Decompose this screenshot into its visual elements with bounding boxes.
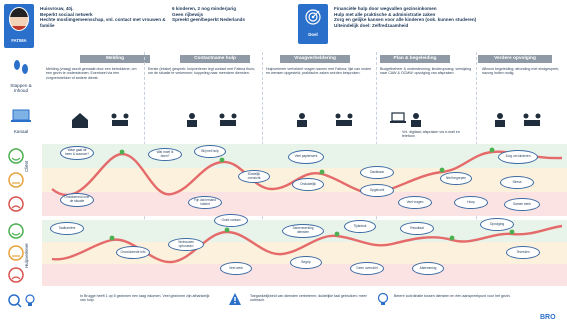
helper-bubble: Opvolging (480, 218, 514, 231)
helper-bubble: Veel werk (220, 262, 252, 275)
client-bubble: Wat moet ik doen? (148, 148, 182, 161)
helper-bubble: Begrip (290, 256, 322, 269)
client-bubble: Onduidelijk (292, 178, 324, 191)
bottom-note: In Brugge heeft 1 op 5 gezinnen een laag… (80, 294, 210, 303)
client-bubble: Veel papierwerk (288, 150, 324, 164)
meeting-icon (219, 113, 237, 126)
meeting-icon (335, 113, 353, 126)
helper-bubble: Onvoldoende info (116, 246, 150, 259)
helper-bubble: Tevreden (506, 246, 540, 259)
client-bubble: Samen sterk (504, 198, 540, 211)
client-bubble: Veel vragen (398, 196, 432, 209)
client-bubble: Dankbaar (360, 166, 394, 179)
client-emotion-curve (51, 150, 563, 197)
helper-bubble: Resultaat (400, 222, 434, 235)
goal-bullet: Zorg en gelijke kansen voor alle kindere… (334, 17, 477, 23)
step-text: Hulpverlener verheldert vragen samen met… (266, 67, 372, 76)
sad-face-icon (8, 196, 24, 212)
helper-bubble: Afstemming (412, 262, 444, 275)
goal-bullet: Financiële hulp door wegvallen gezinsink… (334, 6, 437, 11)
persona-bullet: Geen rijbewijs (172, 11, 204, 17)
phase-opvolging: Verdere opvolging (478, 55, 552, 63)
person-icon (297, 113, 307, 127)
person-icon (495, 113, 505, 127)
persona-bullet: Beperkt sociaal netwerk (40, 11, 93, 17)
helper-bubble: Taalbarrière (50, 222, 84, 235)
helper-bubble: Samenwerking diensten (282, 224, 324, 238)
phase-vraagverheldering: Vraagverheldering (280, 55, 350, 63)
idea-icon (377, 292, 389, 305)
emotion-faces (8, 148, 24, 283)
client-bubble: Stress (500, 176, 534, 189)
target-icon (305, 9, 321, 25)
helper-bubble: Geen overzicht (350, 262, 384, 275)
person-icon (411, 113, 421, 127)
goal-card: Doel (298, 4, 328, 44)
sad-face-icon (8, 267, 24, 283)
client-row-label: Cliënt (24, 160, 29, 172)
step-text: Eerste (intake) gesprek: hulpverlener le… (148, 67, 255, 76)
goal-label: Doel (308, 32, 318, 37)
channel-note: Vnl. digitaal; afspraken via e-mail en t… (402, 130, 460, 139)
helper-bubble: Vertrouwen opbouwen (168, 238, 204, 251)
warning-icon (229, 293, 241, 305)
client-bubble: Hoop (454, 196, 488, 209)
persona-bullet: Huisvrouw, 40j. (40, 6, 74, 11)
neutral-face-icon (8, 172, 24, 188)
helper-bubble: Goed contact (214, 214, 248, 227)
meeting-icon (523, 113, 541, 126)
devices-icon (11, 109, 31, 122)
persona-bullets-1: Huisvrouw, 40j. Beperkt sociaal netwerk … (40, 6, 170, 28)
channel-row-label: Kanaal (4, 108, 38, 134)
search-idea-icons (8, 294, 35, 308)
step-text: Melding (vraag) wordt gemaakt door een b… (46, 67, 137, 80)
happy-face-icon (8, 223, 24, 239)
lightbulb-icon (25, 294, 35, 306)
client-bubble: Onzekerheid over de situatie (60, 193, 94, 207)
phase-plan: Plan & begeleiding (380, 55, 450, 63)
persona-bullet: Spreekt geen/beperkt Nederlands (172, 17, 246, 23)
channel-icons (72, 112, 541, 128)
persona-bullet: 6 kinderen, 2 nog minderjarig (172, 6, 237, 11)
phase-contactname: Contactname hulp (180, 55, 250, 63)
client-bubble: Opgelucht (360, 184, 394, 197)
step-text: Budgetbeheer & ondersteuning; kinderopva… (380, 67, 472, 76)
client-bubble: Blij met hulp (194, 145, 226, 158)
steps-row-label: Stappen & Inhoud (4, 58, 38, 93)
logo: BRO (540, 314, 556, 321)
house-icon (72, 113, 88, 128)
persona-name: FATIMA (11, 38, 27, 43)
client-bubble: Fijn dat iemand luistert (188, 196, 222, 209)
happy-face-icon (8, 148, 24, 164)
client-bubble: Zorg om kinderen (498, 150, 538, 164)
helper-row-label: Hulpverlener (24, 243, 29, 268)
step-text: Afbouw begeleiding; afronding met eindge… (482, 67, 559, 76)
persona-card: FATIMA (4, 4, 34, 48)
meeting-icon (111, 113, 129, 126)
goal-bullets: Financiële hulp door wegvallen gezinsink… (334, 6, 564, 28)
person-icon (187, 113, 197, 127)
client-bubble: Waar gaat dit heen & waarom? (60, 146, 94, 160)
neutral-face-icon (8, 245, 24, 261)
footsteps-icon (14, 60, 28, 74)
magnifier-icon (8, 294, 22, 308)
bottom-note: Toegankelijkheid van diensten verbeteren… (250, 294, 367, 303)
goal-bullet: Hulp met alle praktische & administratie… (334, 11, 436, 17)
pin-icon (109, 147, 515, 241)
client-bubble: Eindelijk overzicht (238, 170, 270, 183)
persona-bullets-2: 6 kinderen, 2 nog minderjarig Geen rijbe… (172, 6, 292, 23)
bottom-note: Betere coördinatie tussen diensten en éé… (394, 294, 511, 298)
phase-melding: Melding (80, 55, 150, 63)
persona-bullet: Hechte moslimgemeenschap, vnl. contact m… (40, 17, 166, 28)
helper-bubble: Tijdsdruk (344, 220, 376, 233)
persona-avatar (9, 7, 29, 31)
goal-bullet: Uiteindelijk doel: Zelfredzaamheid (334, 22, 409, 28)
laptop-icon (390, 112, 406, 123)
client-bubble: Niet begrepen (440, 172, 472, 185)
